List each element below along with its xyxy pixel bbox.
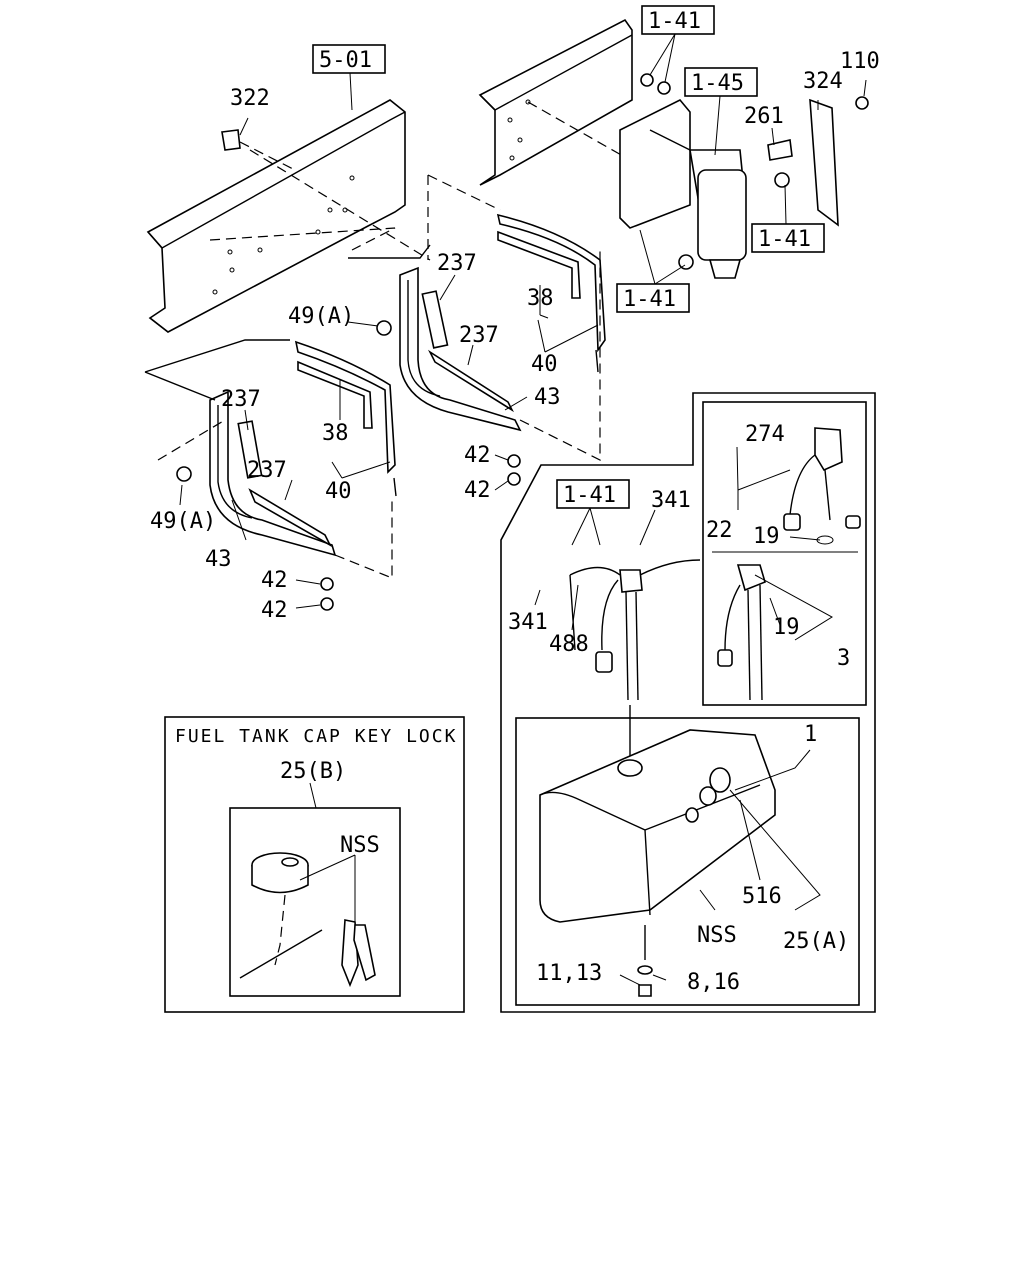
part-38-b: 38 [322,421,349,446]
part-42-a: 42 [464,443,491,468]
sender-unit-area [500,392,876,1013]
part-40-a: 40 [531,352,558,377]
key-lock-inset [164,716,465,1013]
part-274: 274 [745,422,785,447]
part-237-b: 237 [459,323,499,348]
part-nss-key: NSS [340,833,380,858]
ref-box-1-41-right [751,223,825,253]
tank-bracket-lower [144,339,397,579]
part-40-b: 40 [325,479,352,504]
nut-1-41 [640,73,671,95]
part-22: 22 [706,518,733,543]
ref-box-1-41-tank [556,479,630,509]
bracket-324 [809,96,869,227]
fuel-filter-assembly [619,99,790,279]
part-25b: 25(B) [280,759,346,784]
part-19-b: 19 [773,615,800,640]
ref-label-1-41-tank: 1-41 [563,483,616,508]
part-322: 322 [230,86,270,111]
part-341-a: 341 [651,488,691,513]
ref-box-1-45 [684,67,758,97]
labels: 5-01 1-41 1-45 1-41 1-41 1-41 322 110 32… [150,9,880,995]
part-324: 324 [803,69,843,94]
part-237-d: 237 [247,458,287,483]
ref-label-1-45: 1-45 [691,71,744,96]
fuel-tank [515,717,860,1006]
part-42-d: 42 [261,598,288,623]
ref-label-5-01: 5-01 [319,48,372,73]
nuts [176,320,521,611]
inset-title: FUEL TANK CAP KEY LOCK [175,726,457,747]
part-341-b: 341 [508,610,548,635]
part-38-a: 38 [527,286,554,311]
bolt-261 [767,139,793,161]
part-237-c: 237 [221,387,261,412]
part-43-b: 43 [205,547,232,572]
frame-rail-center [478,18,633,186]
part-488: 488 [549,632,589,657]
part-25a: 25(A) [783,929,849,954]
ref-label-1-41-top: 1-41 [648,9,701,34]
part-43-a: 43 [534,385,561,410]
part-49a-a: 49(A) [288,304,354,329]
frame-rail-left [146,99,431,333]
part-1: 1 [804,722,817,747]
part-19-a: 19 [753,524,780,549]
part-49a-b: 49(A) [150,509,216,534]
ref-box-1-41-top [641,5,715,35]
part-3: 3 [837,646,850,671]
part-516: 516 [742,884,782,909]
part-42-c: 42 [261,568,288,593]
part-42-b: 42 [464,478,491,503]
part-110: 110 [840,49,880,74]
bolt-322 [221,129,296,171]
leader-lines [179,33,867,986]
ref-label-1-41-mid: 1-41 [623,287,676,312]
part-nss-tank: NSS [697,923,737,948]
part-237-a: 237 [437,251,477,276]
part-11-13: 11,13 [536,961,602,986]
part-261: 261 [744,104,784,129]
ref-box-1-41-mid [616,283,690,313]
part-8-16: 8,16 [687,970,740,995]
tank-bracket-upper [348,174,606,461]
ref-box-5-01 [312,44,386,74]
ref-label-1-41-right: 1-41 [758,227,811,252]
